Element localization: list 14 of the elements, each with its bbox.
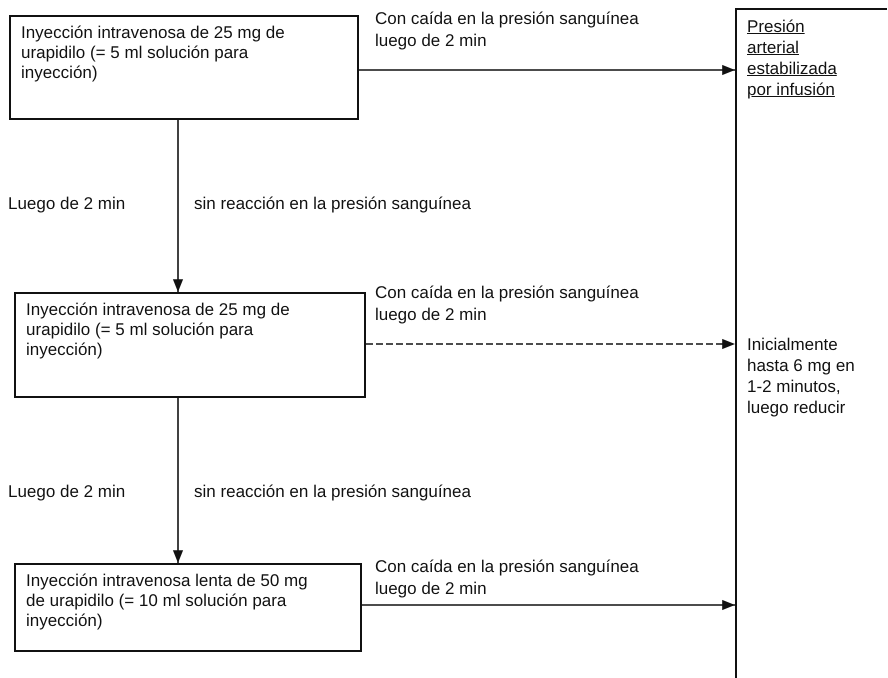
arrow xyxy=(366,338,735,350)
result-panel xyxy=(735,8,887,678)
step-box xyxy=(14,563,362,652)
step-text: Inyección intravenosa lenta de 50 mg de urapidilo (= 10 ml solución para inyección) xyxy=(25,570,309,632)
result-heading: Presión arterial estabilizada por infusión xyxy=(746,16,838,101)
step-box xyxy=(14,292,366,398)
arrow xyxy=(172,120,184,292)
step-text: Inyección intravenosa de 25 mg de urapidilo (= 5 ml solución para inyección) xyxy=(25,299,291,361)
step-box xyxy=(9,15,359,120)
step-text: Inyección intravenosa de 25 mg de urapidilo (= 5 ml solución para inyección) xyxy=(20,22,286,84)
arrow xyxy=(362,600,735,610)
arrow xyxy=(359,64,735,76)
arrow xyxy=(172,398,184,563)
dosing-note: Inicialmente hasta 6 mg en 1-2 minutos, luego reducir xyxy=(746,334,856,419)
